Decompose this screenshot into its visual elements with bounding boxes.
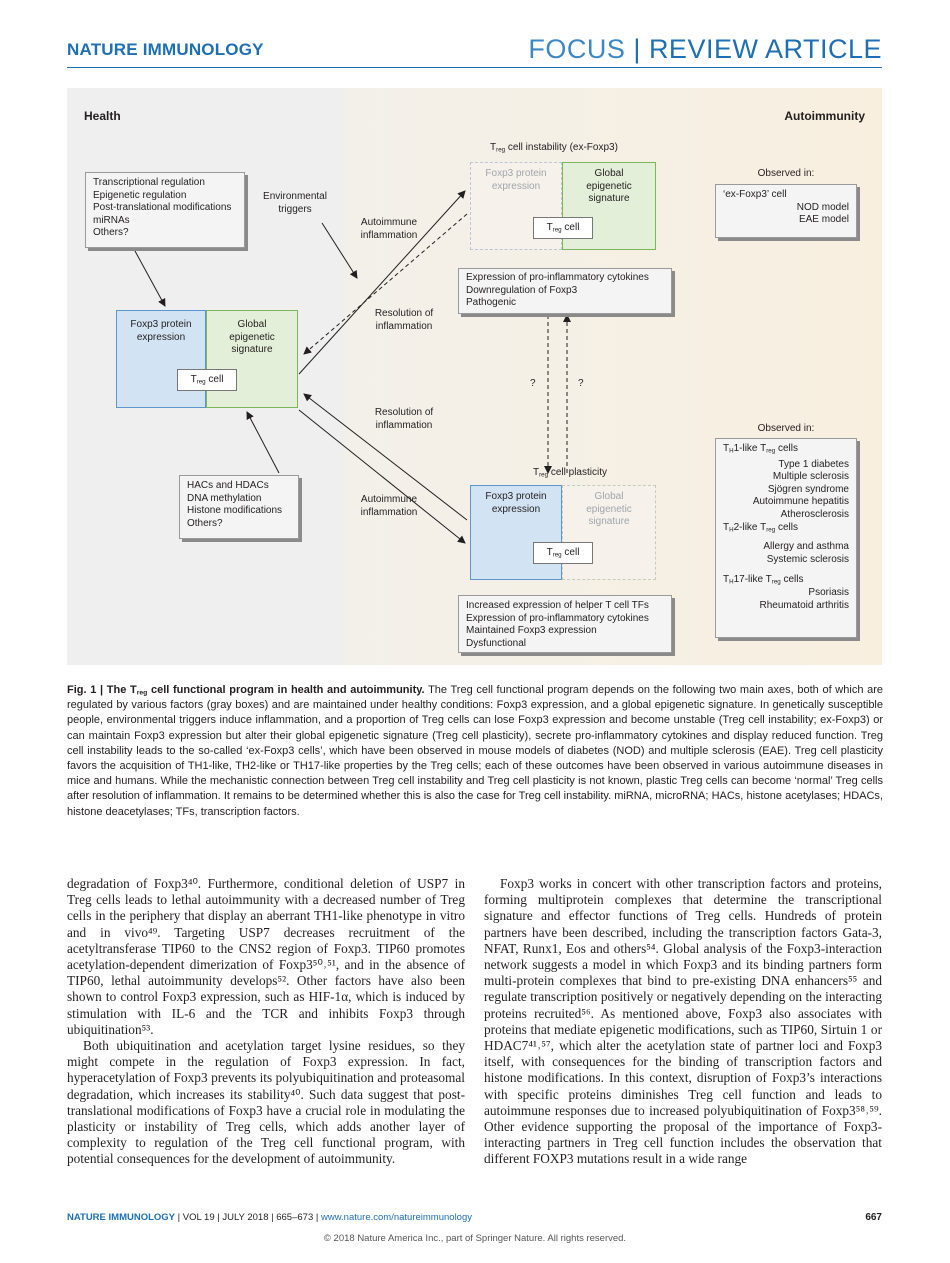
disease-item: Autoimmune hepatitis: [752, 496, 849, 508]
unstable-treg-cell: Foxp3 protein expression Global epigenet…: [470, 162, 656, 250]
disease-item: Allergy and asthma: [763, 541, 849, 553]
plasticity-effects-box: Increased expression of helper T cell TF…: [458, 595, 672, 653]
regulation-item: Post-translational modifications: [93, 202, 232, 214]
figure-1: Health Autoimmunity Transcriptional regu…: [67, 88, 882, 665]
regulation-item: Others?: [93, 227, 129, 239]
copyright-notice: © 2018 Nature America Inc., part of Spri…: [323, 1233, 627, 1244]
footer-issue: | VOL 19 | JULY 2018 | 665–673 |: [175, 1212, 321, 1223]
treg-cell-label: Treg cell: [177, 369, 237, 391]
ex-foxp3-observations-box: ‘ex-Foxp3’ cell NOD model EAE model: [715, 184, 857, 238]
arrow-hacs-to-treg: [246, 411, 280, 474]
arrow-instability-resolution: [303, 213, 468, 355]
plasticity-effect: Maintained Foxp3 expression: [466, 625, 597, 637]
instability-effect: Downregulation of Foxp3: [466, 284, 578, 296]
paragraph: Both ubiquitination and acetylation targ…: [67, 1038, 465, 1167]
th2-like-heading: TH2-like Treg cells: [723, 521, 798, 534]
regulation-item: Transcriptional regulation: [93, 177, 205, 188]
regulation-item: Epigenetic regulation: [93, 189, 187, 201]
plasticity-disease-box: TH1-like Treg cells Type 1 diabetes Mult…: [715, 438, 857, 638]
arrow-plasticity-resolution: [303, 393, 468, 521]
body-column-right: Foxp3 works in concert with other transc…: [484, 876, 882, 1168]
disease-item: Psoriasis: [808, 586, 849, 598]
instability-effect: Expression of pro-inflammatory cytokines: [466, 272, 649, 283]
body-column-left: degradation of Foxp3⁴⁰. Furthermore, con…: [67, 876, 465, 1168]
figure-caption: Fig. 1 | The Treg cell functional progra…: [67, 683, 883, 820]
epigenetic-item: Histone modifications: [187, 505, 283, 517]
epigenetic-item: DNA methylation: [187, 492, 262, 504]
th17-like-heading: TH17-like Treg cells: [723, 574, 804, 586]
paragraph: Foxp3 works in concert with other transc…: [484, 876, 882, 1167]
regulation-factors-box: Transcriptional regulation Epigenetic re…: [85, 172, 245, 248]
foxp3-expression-axis: Foxp3 protein expression: [116, 310, 206, 408]
header-rule: [67, 67, 882, 68]
caption-text: The Treg cell functional program depends…: [67, 684, 883, 818]
arrow-treg-to-plasticity: [298, 409, 466, 544]
figure-arrows: [134, 190, 571, 544]
regulation-item: miRNAs: [93, 214, 130, 226]
environmental-triggers-label: Environmental triggers: [263, 191, 327, 215]
epigenetic-item: HACs and HDACs: [187, 480, 269, 491]
disease-item: Atherosclerosis: [780, 508, 849, 520]
focus-label: FOCUS: [528, 34, 626, 64]
question-mark: ?: [578, 378, 584, 389]
epigenetic-signature-axis: Global epigenetic signature: [562, 162, 656, 250]
resolution-inflammation-label-top: Resolution of inflammation: [374, 308, 434, 332]
epigenetic-item: Others?: [187, 517, 223, 529]
plastic-treg-cell: Foxp3 protein expression Global epigenet…: [470, 485, 656, 580]
arrow-regulation-to-treg: [134, 250, 166, 307]
arrow-treg-to-instability: [298, 190, 466, 375]
plasticity-title: Treg cell plasticity: [533, 467, 607, 479]
footer-journal: NATURE IMMUNOLOGY: [67, 1212, 176, 1223]
foxp3-expression-axis: Foxp3 protein expression: [470, 485, 562, 580]
figure-label: Fig. 1 |: [67, 684, 104, 696]
page-number: 667: [865, 1212, 882, 1223]
autoimmune-inflammation-label-bottom: Autoimmune inflammation: [360, 494, 418, 518]
disease-item: Systemic sclerosis: [766, 553, 849, 565]
instability-effect: Pathogenic: [466, 297, 517, 309]
disease-item: Type 1 diabetes: [778, 458, 849, 470]
model-item: EAE model: [798, 214, 849, 226]
resolution-inflammation-label-bottom: Resolution of inflammation: [374, 407, 434, 431]
th1-like-heading: TH1-like Treg cells: [723, 443, 798, 455]
footer-citation: NATURE IMMUNOLOGY | VOL 19 | JULY 2018 |…: [67, 1212, 472, 1223]
arrow-environmental-triggers: [321, 222, 358, 279]
disease-item: Sjögren syndrome: [767, 483, 849, 495]
altered-epigenetic-signature: Global epigenetic signature: [562, 485, 656, 580]
ex-foxp3-cell-label: ‘ex-Foxp3’ cell: [723, 189, 787, 200]
model-item: NOD model: [796, 201, 849, 213]
figure-title: The Treg cell functional program in heal…: [106, 684, 425, 697]
disease-item: Rheumatoid arthritis: [759, 599, 849, 611]
health-label: Health: [84, 109, 121, 123]
treg-cell-label: Treg cell: [533, 217, 593, 239]
treg-cell-label: Treg cell: [533, 542, 593, 564]
autoimmunity-label: Autoimmunity: [784, 109, 865, 123]
epigenetic-factors-box: HACs and HDACs DNA methylation Histone m…: [179, 475, 299, 539]
disease-item: Multiple sclerosis: [772, 471, 849, 483]
instability-effects-box: Expression of pro-inflammatory cytokines…: [458, 268, 672, 314]
journal-url-link[interactable]: www.nature.com/natureimmunology: [320, 1212, 472, 1223]
section-header: FOCUS | REVIEW ARTICLE: [528, 34, 882, 64]
healthy-treg-cell: Foxp3 protein expression Global epigenet…: [116, 310, 298, 408]
plasticity-effect: Increased expression of helper T cell TF…: [466, 600, 649, 611]
observed-in-label-bottom: Observed in:: [757, 423, 815, 434]
autoimmune-inflammation-label-top: Autoimmune inflammation: [360, 217, 418, 241]
question-mark: ?: [530, 378, 536, 389]
plasticity-effect: Expression of pro-inflammatory cytokines: [466, 612, 649, 624]
journal-name-header: NATURE IMMUNOLOGY: [67, 40, 264, 59]
plasticity-effect: Dysfunctional: [466, 637, 527, 649]
observed-in-label-top: Observed in:: [757, 168, 815, 179]
paragraph: degradation of Foxp3⁴⁰. Furthermore, con…: [67, 876, 465, 1037]
epigenetic-signature-axis: Global epigenetic signature: [206, 310, 298, 408]
review-article-label: REVIEW ARTICLE: [648, 34, 882, 64]
instability-title: Treg cell instability (ex-Foxp3): [490, 142, 618, 154]
